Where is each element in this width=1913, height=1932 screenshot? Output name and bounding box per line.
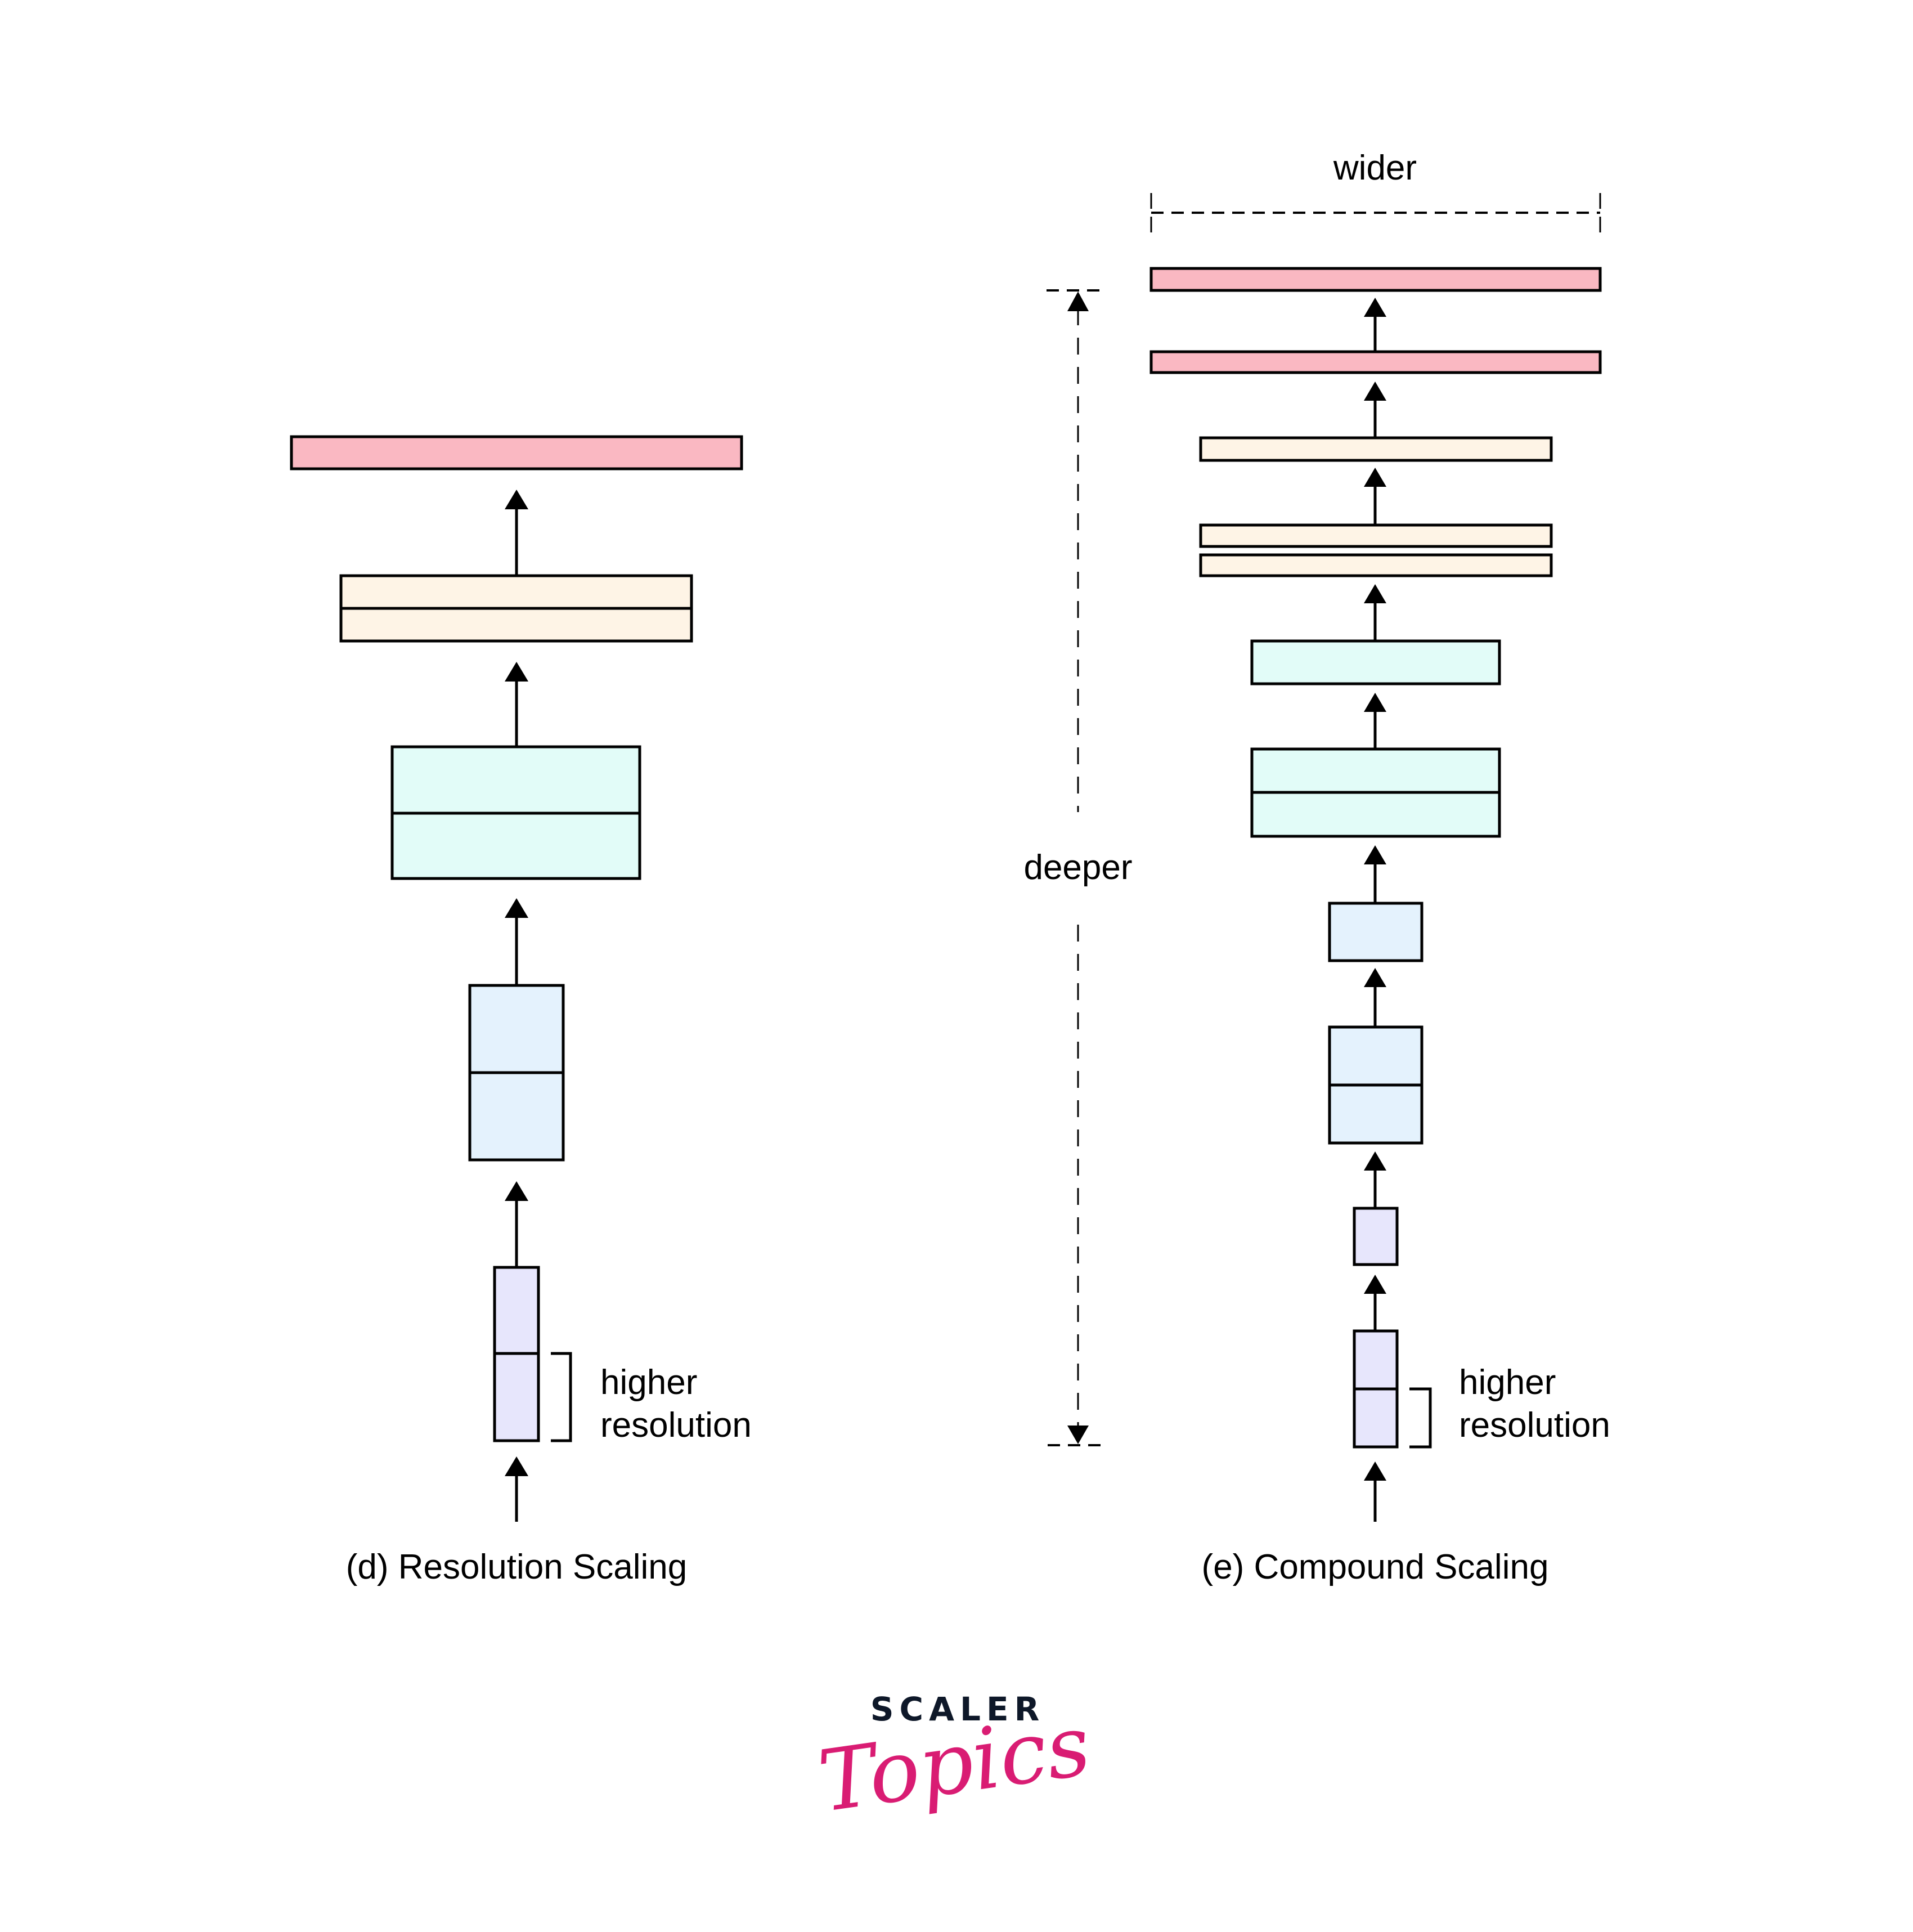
arrow-head-icon <box>1364 968 1386 987</box>
arrow-head-icon <box>1364 468 1386 487</box>
arrow-head-icon <box>505 1456 528 1476</box>
arrow-head-icon <box>505 490 528 509</box>
arrow-head-icon <box>505 898 528 918</box>
layer-stage-4b <box>1199 436 1553 462</box>
caption-compound-scaling: (e) Compound Scaling <box>1202 1548 1549 1586</box>
layer-head <box>290 435 743 470</box>
arrow-head-icon <box>1364 1462 1386 1481</box>
arrow-head-icon <box>505 662 528 682</box>
label-deeper: deeper <box>1023 848 1132 887</box>
label-wider: wider <box>1333 149 1417 187</box>
arrow-head-icon <box>1364 584 1386 603</box>
arrow-head-icon <box>1364 1275 1386 1294</box>
caption-resolution-scaling: (d) Resolution Scaling <box>346 1548 688 1586</box>
panel-resolution-scaling: higher resolution (d) Resolution Scaling <box>290 435 752 1586</box>
arrow-head-icon <box>1364 1151 1386 1171</box>
annotation-higher: higher <box>1459 1363 1556 1402</box>
scaler-topics-logo: SCALER Topics <box>813 1690 1096 1831</box>
arrow-head-icon <box>1364 298 1386 317</box>
annotation-resolution: resolution <box>600 1406 752 1445</box>
resolution-bracket <box>1409 1387 1432 1449</box>
resolution-bracket <box>551 1352 572 1442</box>
layer-stage-4 <box>1199 523 1553 548</box>
layer-head <box>1149 267 1602 292</box>
arrow-head-icon <box>1364 382 1386 401</box>
logo-scaler-text: SCALER <box>870 1690 1045 1728</box>
annotation-higher: higher <box>600 1363 697 1402</box>
layer-head-b <box>1149 350 1602 374</box>
logo-topics-text: Topics <box>813 1696 1096 1831</box>
annotation-resolution: resolution <box>1459 1406 1610 1445</box>
arrow-head-icon <box>505 1181 528 1201</box>
layer-stage-2b <box>1328 902 1423 962</box>
deeper-arrow-down-icon <box>1067 1426 1089 1444</box>
layer-stem-b <box>1353 1207 1399 1266</box>
deeper-arrow-up-icon <box>1067 292 1089 311</box>
layer-stage-4 <box>1199 553 1553 577</box>
panel-compound-scaling: wider deeper <box>1023 149 1610 1586</box>
layer-stage-3b <box>1250 639 1501 685</box>
arrow-head-icon <box>1364 693 1386 712</box>
arrow-head-icon <box>1364 845 1386 864</box>
